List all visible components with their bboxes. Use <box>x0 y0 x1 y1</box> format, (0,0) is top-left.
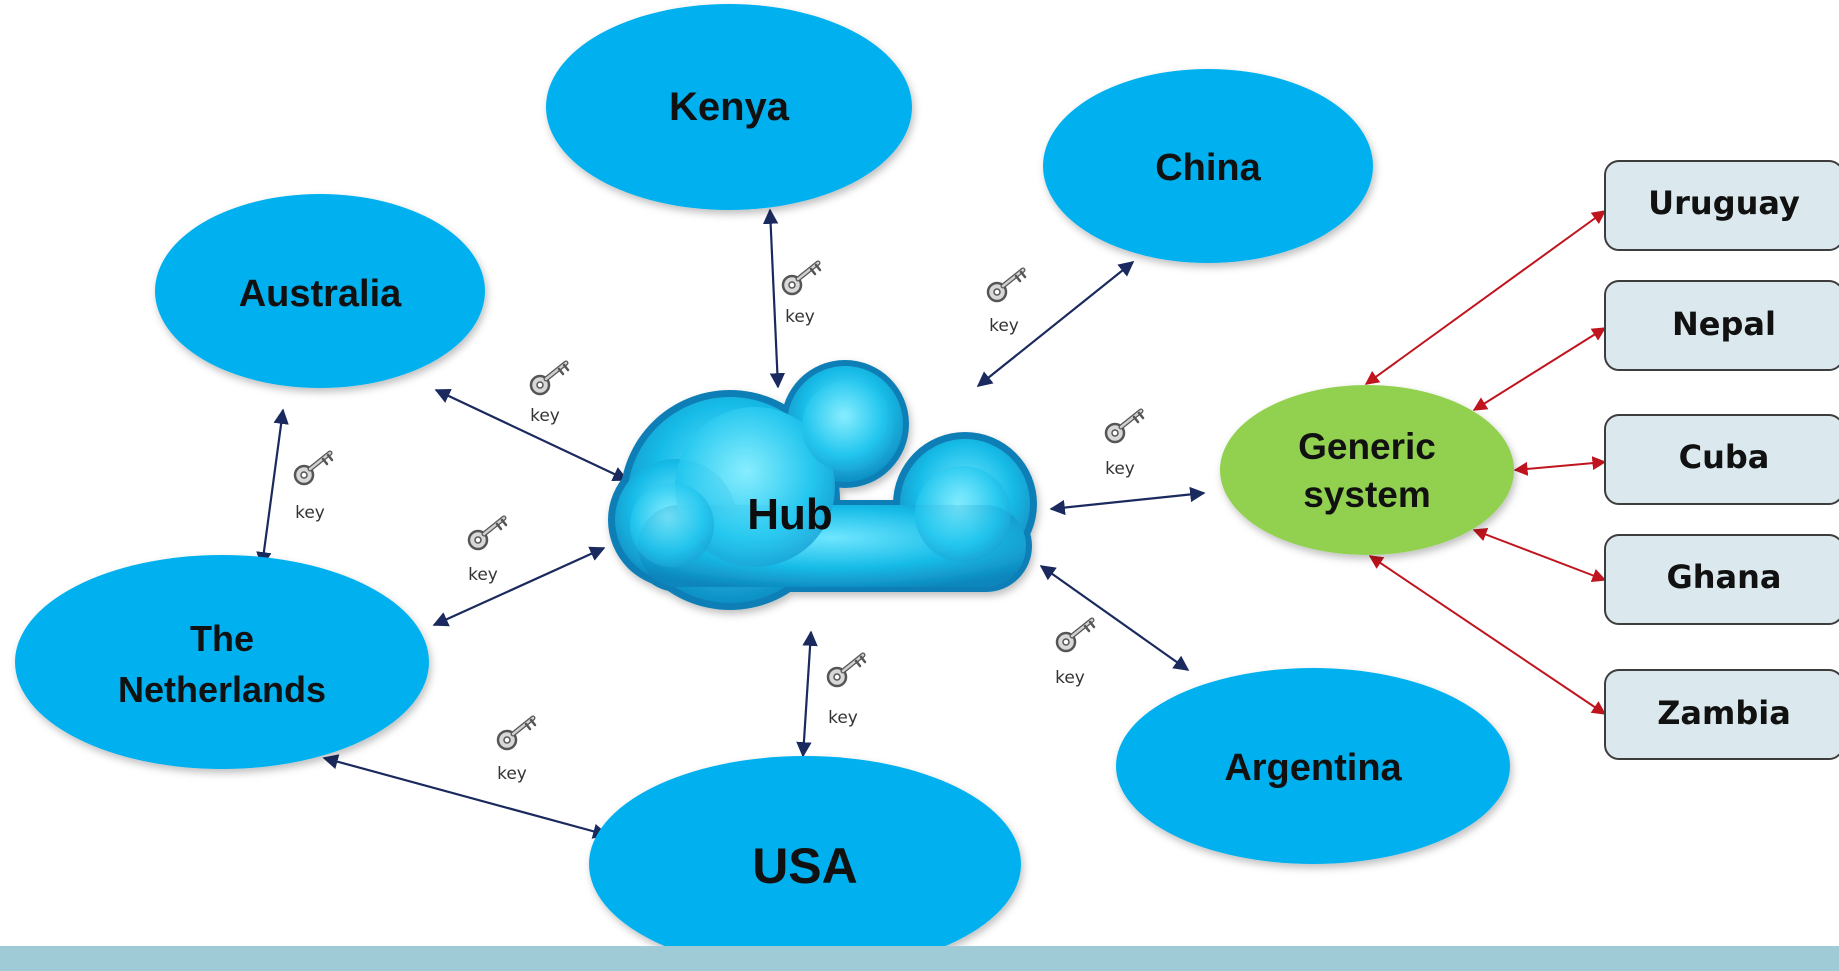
connector-china-hub <box>976 261 1135 387</box>
connector-argentina-hub <box>1039 565 1190 671</box>
generic-label-line1: Generic <box>1298 426 1436 467</box>
country-box-ghana: Ghana <box>1604 534 1839 625</box>
netherlands-label-line2: Netherlands <box>118 669 326 710</box>
connector-kenya-hub <box>762 208 786 389</box>
connector-netherlands-hub <box>432 546 606 627</box>
connector-generic-cuba <box>1513 456 1607 476</box>
connector-netherlands-usa <box>322 754 609 839</box>
hub-connectors <box>256 208 1206 839</box>
country-australia: Australia <box>155 194 485 388</box>
hub-label: Hub <box>747 490 833 539</box>
cuba-label: Cuba <box>1679 438 1770 476</box>
generic-system: Generic system <box>1220 385 1514 555</box>
connector-generic-zambia <box>1368 555 1607 715</box>
ghana-label: Ghana <box>1666 558 1781 596</box>
key-icon: key <box>497 718 535 784</box>
country-box-nepal: Nepal <box>1604 280 1839 371</box>
country-china: China <box>1043 69 1373 263</box>
country-usa: USA <box>589 756 1021 971</box>
key-label: key <box>1105 459 1135 479</box>
zambia-label: Zambia <box>1657 694 1791 732</box>
connector-generic-uruguay <box>1364 210 1607 385</box>
country-box-uruguay: Uruguay <box>1604 160 1839 251</box>
key-label: key <box>828 708 858 728</box>
key-label: key <box>468 565 498 585</box>
key-label: key <box>1055 668 1085 688</box>
key-icon: key <box>988 270 1025 336</box>
generic-connectors <box>1364 210 1607 715</box>
country-box-cuba: Cuba <box>1604 414 1839 505</box>
country-box-zambia: Zambia <box>1604 669 1839 760</box>
connector-australia-netherlands <box>256 408 289 568</box>
kenya-label: Kenya <box>669 85 790 129</box>
netherlands-label-line1: The <box>190 618 254 659</box>
hub-cloud: Hub <box>608 360 1037 610</box>
key-icon: key <box>828 655 865 728</box>
uruguay-label: Uruguay <box>1648 184 1800 222</box>
connector-usa-hub <box>796 630 818 758</box>
australia-label: Australia <box>239 273 402 315</box>
connected-country-boxes: Uruguay Nepal Cuba Ghana Zambia <box>1604 160 1839 760</box>
key-icon: key <box>783 263 820 327</box>
key-icon: key <box>530 363 568 426</box>
country-argentina: Argentina <box>1116 668 1510 864</box>
china-label: China <box>1155 147 1261 189</box>
usa-label: USA <box>752 838 858 894</box>
nepal-label: Nepal <box>1672 305 1776 343</box>
key-icon: key <box>295 453 332 523</box>
generic-label-line2: system <box>1303 474 1431 515</box>
key-icon: key <box>1105 411 1143 479</box>
connector-generic-nepal <box>1472 327 1607 411</box>
key-label: key <box>989 316 1019 336</box>
footer-band <box>0 946 1839 971</box>
country-netherlands: The Netherlands <box>15 555 429 769</box>
country-kenya: Kenya <box>546 4 912 210</box>
key-icons: key key key key key key key key <box>295 263 1143 784</box>
key-icon: key <box>468 518 506 585</box>
connector-australia-hub <box>434 388 629 482</box>
key-label: key <box>295 503 325 523</box>
connector-generic-hub <box>1049 486 1206 516</box>
argentina-label: Argentina <box>1224 747 1402 789</box>
key-label: key <box>530 406 560 426</box>
key-icon: key <box>1055 620 1094 688</box>
connector-generic-ghana <box>1472 527 1607 583</box>
key-label: key <box>785 307 815 327</box>
key-label: key <box>497 764 527 784</box>
